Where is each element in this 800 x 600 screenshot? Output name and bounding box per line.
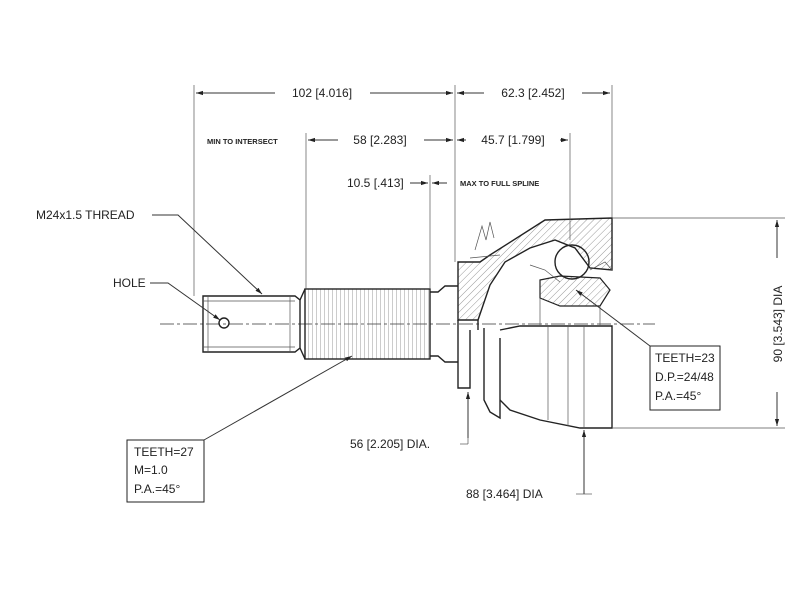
inner-spline-pa: P.A.=45°	[655, 389, 701, 403]
stub-shaft	[202, 285, 458, 363]
inner-race	[539, 275, 611, 307]
hole-circle	[218, 317, 230, 329]
dim-seat-dia: 56 [2.205] DIA.	[350, 437, 430, 451]
note-max-full-spline: MAX TO FULL SPLINE	[460, 179, 539, 188]
outer-race-top-section	[457, 217, 613, 321]
dim-spline-length: 58 [2.283]	[353, 133, 406, 147]
outer-spline-teeth: TEETH=27	[134, 445, 194, 459]
label-thread: M24x1.5 THREAD	[36, 208, 135, 222]
ball	[554, 244, 590, 280]
inner-spline-pitch: D.P.=24/48	[655, 370, 714, 384]
dim-outer-length: 62.3 [2.452]	[501, 86, 564, 100]
dim-bell-depth: 45.7 [1.799]	[481, 133, 544, 147]
dim-thread-offset: 10.5 [.413]	[347, 176, 404, 190]
outer-race	[457, 217, 613, 429]
dim-outer-dia: 90 [3.543] DIA	[771, 286, 785, 363]
dim-overall-length: 102 [4.016]	[292, 86, 352, 100]
outer-spline-pa: P.A.=45°	[134, 482, 180, 496]
outer-spline	[304, 288, 431, 360]
outer-spline-spec: TEETH=27 M=1.0 P.A.=45°	[126, 355, 353, 503]
inner-spline-spec: TEETH=23 D.P.=24/48 P.A.=45°	[575, 289, 721, 411]
label-hole: HOLE	[113, 276, 146, 290]
note-min-to-intersect: MIN TO INTERSECT	[207, 137, 278, 146]
dim-bell-dia: 88 [3.464] DIA	[466, 487, 543, 501]
outer-spline-module: M=1.0	[134, 463, 168, 477]
inner-spline-teeth: TEETH=23	[655, 351, 715, 365]
outer-race-body	[499, 325, 613, 429]
